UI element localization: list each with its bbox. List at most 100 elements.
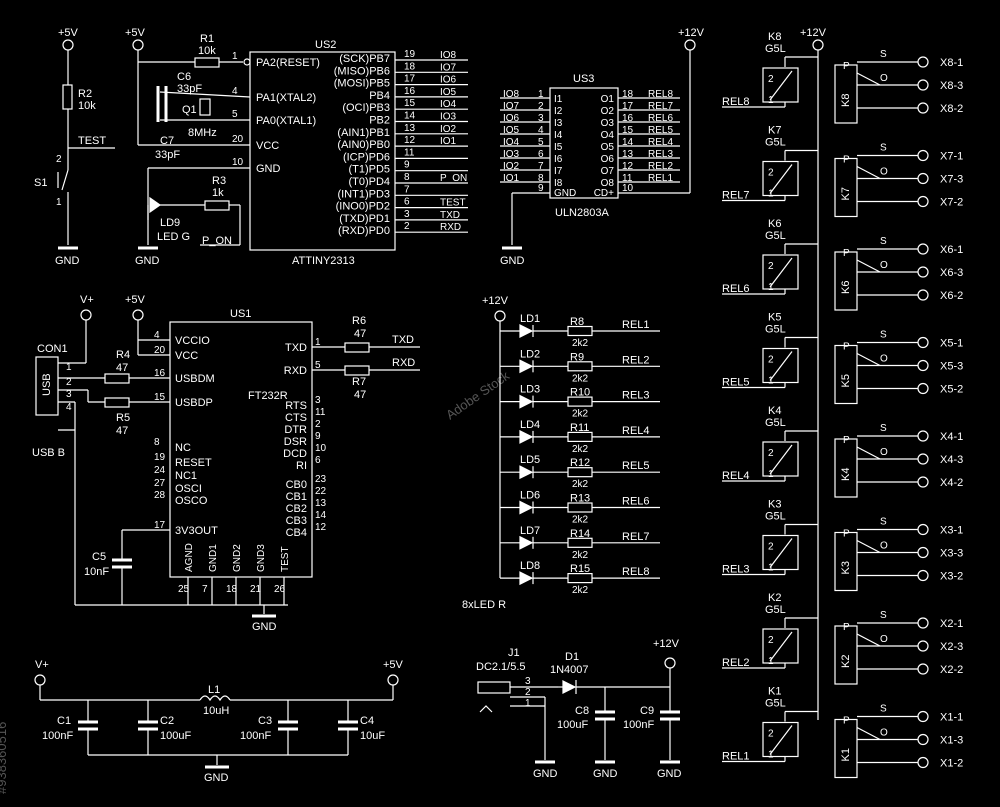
uln-input-net: IO1: [503, 173, 520, 184]
contact-arm: [856, 72, 881, 86]
relay-contact-ref: K6: [840, 281, 852, 294]
relay-coil-k2: [762, 628, 799, 664]
mcu-right-num: 2: [404, 221, 410, 232]
mcu-net-label: TXD: [440, 210, 460, 221]
gnd-label: GND: [55, 255, 80, 267]
mcu-right-label: (RXD)PD0: [338, 225, 390, 237]
contact-o: O: [880, 447, 888, 458]
uln-output-net: REL2: [648, 161, 673, 172]
relay-pin: 1: [768, 656, 774, 667]
uln-input-net: IO3: [503, 149, 520, 160]
svg-text:1: 1: [66, 362, 72, 373]
ftdi-section: V+ +5V US1 FT232R VCCIO4VCC20USBDM16USBD…: [32, 294, 420, 633]
ftdi-right-label: RTS: [285, 400, 307, 412]
ftdi-bottom-num: 7: [202, 584, 208, 595]
svg-text:4: 4: [66, 402, 72, 413]
terminal-label: X1-3: [940, 735, 963, 747]
terminal-label: X3-1: [940, 525, 963, 537]
uln-input-pin: I5: [554, 142, 563, 153]
power-label-5v-a: +5V: [58, 27, 79, 39]
terminal-x6-1: [917, 243, 929, 255]
uln-input-net: IO5: [503, 125, 520, 136]
contact-arm: [856, 165, 881, 180]
relay-pin: 1: [768, 750, 774, 761]
ftdi-left-label: USBDM: [175, 373, 215, 385]
ftdi-right-label: TXD: [285, 342, 307, 354]
c5-value: 10nF: [84, 566, 109, 578]
c6-ref: C6: [177, 71, 191, 83]
power-terminal-12v-c: [664, 657, 676, 669]
relay-net: REL8: [722, 96, 750, 108]
relay-contact-box: [834, 718, 858, 779]
r5-value: 47: [116, 425, 128, 437]
ftdi-bottom-label: AGND: [184, 543, 195, 572]
relay-contact-box: [834, 251, 858, 311]
mcu-right-label: (T1)PD5: [348, 164, 390, 176]
svg-text:1: 1: [525, 698, 531, 709]
relay-contact-ref: K3: [840, 561, 852, 574]
relay-pin: 2: [768, 729, 774, 740]
led-res-ref: R12: [570, 457, 590, 469]
ftdi-right-num: 1: [315, 337, 321, 348]
uln-output-net: REL4: [648, 137, 673, 148]
contact-o: O: [880, 167, 888, 178]
uln-input-pin: I7: [554, 166, 563, 177]
mcu-right-label: (ICP)PD6: [343, 151, 390, 163]
r5-ref: R5: [116, 412, 130, 424]
relay-net: REL7: [722, 190, 750, 202]
r4-ref: R4: [116, 349, 130, 361]
j1-ref: J1: [508, 647, 520, 659]
led-res-ref: R14: [570, 528, 590, 540]
ftdi-left-label: VCC: [175, 350, 198, 362]
relay-pin: 2: [768, 448, 774, 459]
contact-p: P: [843, 622, 850, 633]
mcu-net-label: IO6: [440, 75, 457, 86]
pon-net-a: P_ON: [202, 235, 232, 247]
led-res-value: 2k2: [572, 585, 589, 596]
uln-input-pin: I8: [554, 178, 563, 189]
uln-gnd-num: 9: [538, 183, 544, 194]
contact-arm: [856, 446, 881, 460]
led-ld1: [519, 324, 534, 338]
mcu-right-num: 12: [404, 135, 416, 146]
uln-input-net: IO8: [503, 89, 520, 100]
mcu-left-label: GND: [256, 163, 281, 175]
contact-o: O: [880, 260, 888, 271]
led-net: REL4: [622, 425, 650, 437]
contact-s: S: [880, 236, 887, 247]
relay-net: REL6: [722, 283, 750, 295]
power-label-5v-b: +5V: [125, 27, 146, 39]
con1-ref: CON1: [37, 343, 68, 355]
mcu-right-num: 11: [404, 147, 415, 158]
contact-p: P: [843, 529, 850, 540]
terminal-label: X4-2: [940, 477, 963, 489]
ftdi-ref: US1: [230, 308, 251, 320]
led-ld6: [519, 500, 534, 515]
relay-contact-ref: K4: [840, 468, 852, 481]
relay-coil-diag: [769, 631, 793, 662]
relay-contact-ref: K7: [840, 187, 852, 200]
terminal-label: X1-2: [940, 758, 963, 770]
mcu-right-label: (MISO)PB6: [334, 65, 390, 77]
mcu-right-label: (INT1)PD3: [337, 188, 390, 200]
r6-value: 47: [354, 328, 366, 340]
relay-ref: K4: [768, 405, 781, 417]
d1-value: 1N4007: [550, 664, 589, 676]
contact-o: O: [880, 634, 888, 645]
terminal-x4-3: [917, 453, 929, 465]
uln-output-net: REL5: [648, 125, 673, 136]
s1-pin1: 1: [56, 197, 62, 208]
relay-coil-k7: [762, 160, 799, 197]
contact-arm: [856, 539, 881, 554]
contact-o: O: [880, 73, 888, 84]
contact-arm: [856, 726, 881, 741]
c8-value: 100uF: [557, 719, 588, 731]
ftdi-left-num: 16: [154, 368, 166, 379]
c2-value: 100uF: [160, 730, 191, 742]
c6-value: 33pF: [177, 83, 202, 95]
uln-input-pin: I2: [554, 106, 563, 117]
ftdi-left-label: RESET: [175, 457, 212, 469]
gnd-label-4: GND: [252, 621, 277, 633]
ftdi-pins: VCCIO4VCC20USBDM16USBDP15NC8RESET19NC124…: [154, 330, 327, 605]
